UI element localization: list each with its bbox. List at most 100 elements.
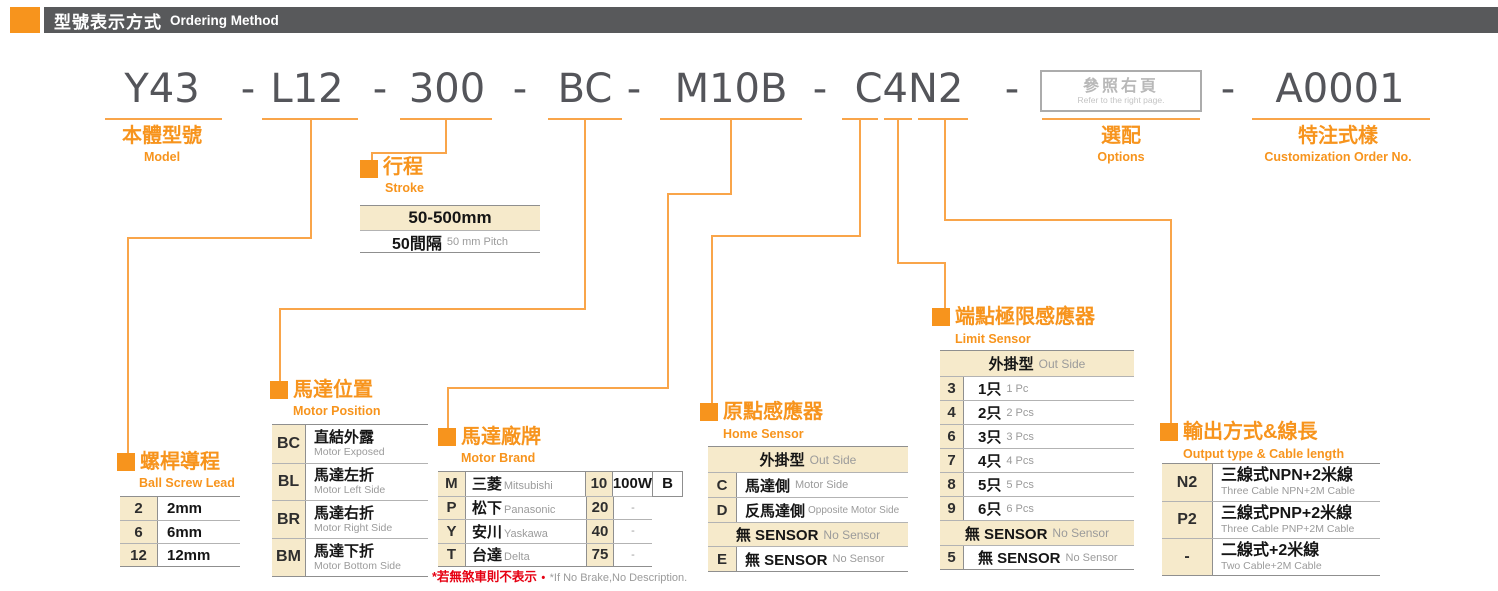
limit-sensor-table: 外掛型 Out Side 3 1只 1 Pc 4 2只 2 Pcs 6 3只 3… (940, 350, 1134, 570)
connector-line (944, 120, 946, 219)
row-label-en: Panasonic (504, 504, 556, 517)
row-label-zh: 6只 (978, 501, 1002, 518)
table-row: 6 3只 3 Pcs (940, 424, 1134, 448)
row-label-en: Mitsubishi (503, 480, 553, 493)
page-title-zh: 型號表示方式 (54, 12, 162, 32)
code-dash: - (240, 66, 256, 112)
connector-line (371, 154, 373, 160)
bullet-icon (117, 453, 135, 471)
code-model: Y43 (124, 66, 200, 112)
row-label-zh: 直結外露 (314, 429, 375, 447)
row-label-zh: 三線式PNP+2米線 (1221, 504, 1353, 522)
row-wattage: 100W (612, 475, 652, 493)
code-underline (842, 118, 878, 120)
row-label-zh: 馬達右折 (314, 504, 375, 522)
motor-brand-title-en: Motor Brand (461, 451, 536, 465)
row-label-en: 1 Pc (1006, 382, 1029, 395)
options-box-zh: 參照右頁 (1082, 77, 1159, 95)
row-label-en: Two Cable+2M Cable (1221, 559, 1322, 572)
row-label-zh: 馬達左折 (314, 467, 375, 485)
row-label-en: Motor Bottom Side (314, 559, 401, 572)
row-label-en: 5 Pcs (1006, 478, 1034, 491)
connector-line (1170, 221, 1172, 423)
table-row: C 馬達側 Motor Side (708, 472, 908, 497)
connector-line (667, 195, 669, 387)
stroke-title-en: Stroke (385, 181, 424, 195)
code-lead: L12 (270, 66, 344, 112)
row-label-en: Motor Side (795, 479, 849, 491)
row-label-zh: 3只 (978, 429, 1002, 446)
code-underline (105, 118, 222, 120)
row-code: 2 (120, 497, 158, 520)
table-row: 6 6mm (120, 520, 240, 543)
output-table: N2 三線式NPN+2米線 Three Cable NPN+2M Cable P… (1162, 463, 1380, 576)
connector-line (944, 264, 946, 308)
connector-line (127, 237, 312, 239)
header-en: Out Side (1038, 356, 1086, 371)
row-code: C (708, 473, 737, 497)
header-zh: 外掛型 (759, 452, 805, 469)
custom-label-en: Customization Order No. (1264, 150, 1412, 164)
code-dash: - (372, 66, 388, 112)
footnote-dot: • (541, 572, 546, 584)
motor-position-title-zh: 馬達位置 (293, 379, 373, 401)
home-sensor-table: 外掛型 Out Side C 馬達側 Motor Side D 反馬達側 Opp… (708, 446, 908, 572)
row-label-en: No Sensor (832, 553, 885, 565)
connector-line (127, 239, 129, 453)
code-underline (400, 118, 492, 120)
table-row: 5 無 SENSOR No Sensor (940, 545, 1134, 569)
row-wattage: - (631, 501, 635, 514)
row-wattage-code: 20 (586, 496, 614, 519)
home-sensor-title-zh: 原點感應器 (723, 401, 823, 423)
row-code: 7 (940, 449, 964, 472)
row-code: M (438, 472, 466, 496)
brake-footnote: *若無煞車則不表示 • *If No Brake,No Description. (432, 566, 687, 586)
bullet-icon (438, 428, 456, 446)
row-code: P2 (1162, 502, 1213, 538)
connector-line (279, 310, 281, 381)
options-placeholder-box: 參照右頁 Refer to the right page. (1040, 70, 1202, 112)
code-stroke: 300 (408, 66, 486, 112)
row-label-zh: 松下 (472, 500, 503, 518)
row-code: 12 (120, 544, 158, 566)
bullet-icon (700, 403, 718, 421)
connector-line (897, 120, 899, 262)
footnote-en: *If No Brake,No Description. (549, 572, 688, 584)
connector-line (730, 120, 732, 193)
table-header-row: 外掛型 Out Side (940, 351, 1134, 376)
row-code: P (438, 496, 466, 519)
brake-code: B (662, 475, 673, 493)
code-motor-brand: M10B (674, 66, 788, 112)
connector-line (447, 389, 449, 428)
stroke-pitch-en: 50 mm Pitch (446, 235, 508, 248)
row-label: 2mm (167, 500, 203, 517)
bullet-icon (360, 160, 378, 178)
connector-line (445, 120, 447, 152)
table-row: 12 12mm (120, 543, 240, 566)
row-code: E (708, 547, 737, 571)
output-title-zh: 輸出方式&線長 (1183, 421, 1318, 443)
row-code: 3 (940, 377, 964, 400)
header-accent-square-icon (10, 7, 40, 33)
bullet-icon (932, 308, 950, 326)
options-label-en: Options (1097, 150, 1145, 164)
table-row: 8 5只 5 Pcs (940, 472, 1134, 496)
table-subheader-row: 無 SENSOR No Sensor (940, 520, 1134, 545)
table-row: 50間隔 50 mm Pitch (360, 230, 540, 253)
footnote-zh: *若無煞車則不表示 (432, 570, 537, 584)
options-label-zh: 選配 (1101, 125, 1141, 147)
connector-line (371, 152, 447, 154)
code-underline (262, 118, 358, 120)
row-label-zh: 反馬達側 (745, 502, 806, 520)
connector-line (711, 235, 861, 237)
code-dash: - (812, 66, 828, 112)
connector-line (310, 120, 312, 237)
row-label-zh: 三菱 (471, 476, 502, 494)
table-row: 3 1只 1 Pc (940, 376, 1134, 400)
code-underline (548, 118, 622, 120)
row-wattage: - (631, 525, 635, 538)
table-subheader-row: 無 SENSOR No Sensor (708, 522, 908, 546)
